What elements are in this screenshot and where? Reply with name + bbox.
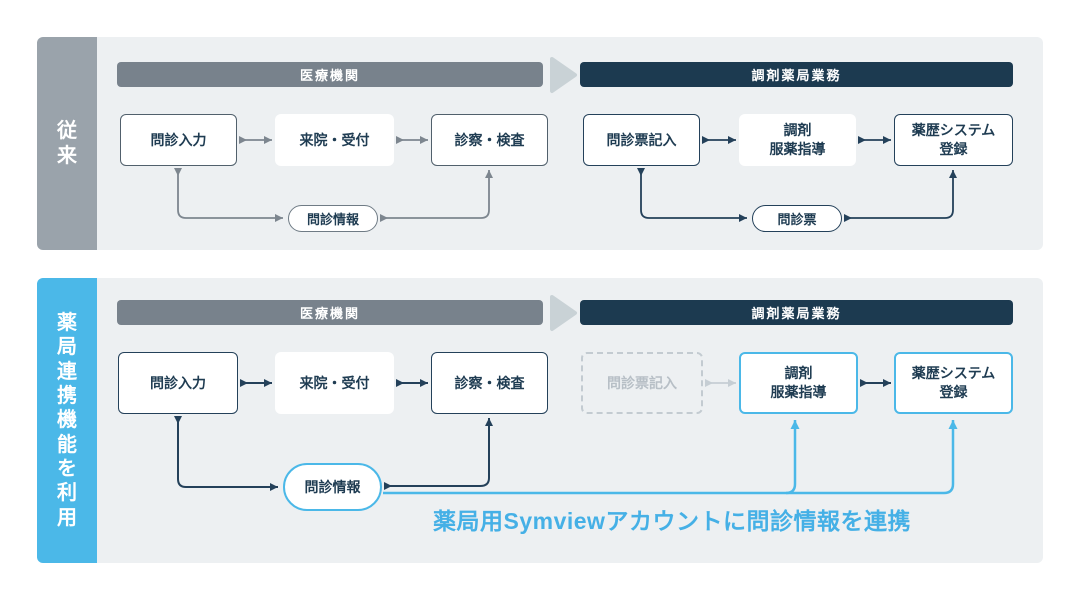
pharmacy-link-sidebar-label: 薬局連携機能を利用 [57, 311, 77, 529]
pharmacy-link-medical-header: 医療機関 [117, 300, 543, 325]
pharmacy-link-box-questionnaire-fill-disabled: 問診票記入 [581, 352, 703, 414]
pharmacy-link-caption: 薬局用Symviewアカウントに問診情報を連携 [433, 508, 911, 534]
conventional-pharmacy-header: 調剤薬局業務 [580, 62, 1013, 87]
conventional-box-interview-input: 問診入力 [120, 114, 237, 166]
pharmacy-link-box-exam-test: 診察・検査 [431, 352, 548, 414]
conventional-sidebar: 従来 [37, 37, 97, 250]
conventional-medical-header: 医療機関 [117, 62, 543, 87]
conventional-sidebar-label: 従来 [57, 120, 77, 167]
conventional-box-dispense-guidance: 調剤 服薬指導 [739, 114, 856, 166]
pharmacy-link-box-history-register: 薬歴システム 登録 [894, 352, 1013, 414]
conventional-box-history-register: 薬歴システム 登録 [894, 114, 1013, 166]
conventional-box-visit-reception: 来院・受付 [275, 114, 394, 166]
pharmacy-link-box-dispense-guidance: 調剤 服薬指導 [739, 352, 858, 414]
pharmacy-link-pill-interview-info: 問診情報 [283, 463, 382, 511]
pharmacy-link-pharmacy-header: 調剤薬局業務 [580, 300, 1013, 325]
pharmacy-link-box-visit-reception: 来院・受付 [275, 352, 394, 414]
conventional-box-questionnaire-fill: 問診票記入 [583, 114, 700, 166]
conventional-pill-interview-info: 問診情報 [288, 205, 378, 232]
conventional-box-exam-test: 診察・検査 [431, 114, 548, 166]
pharmacy-link-sidebar: 薬局連携機能を利用 [37, 278, 97, 563]
pharmacy-link-box-interview-input: 問診入力 [118, 352, 238, 414]
conventional-pill-questionnaire: 問診票 [752, 205, 842, 232]
